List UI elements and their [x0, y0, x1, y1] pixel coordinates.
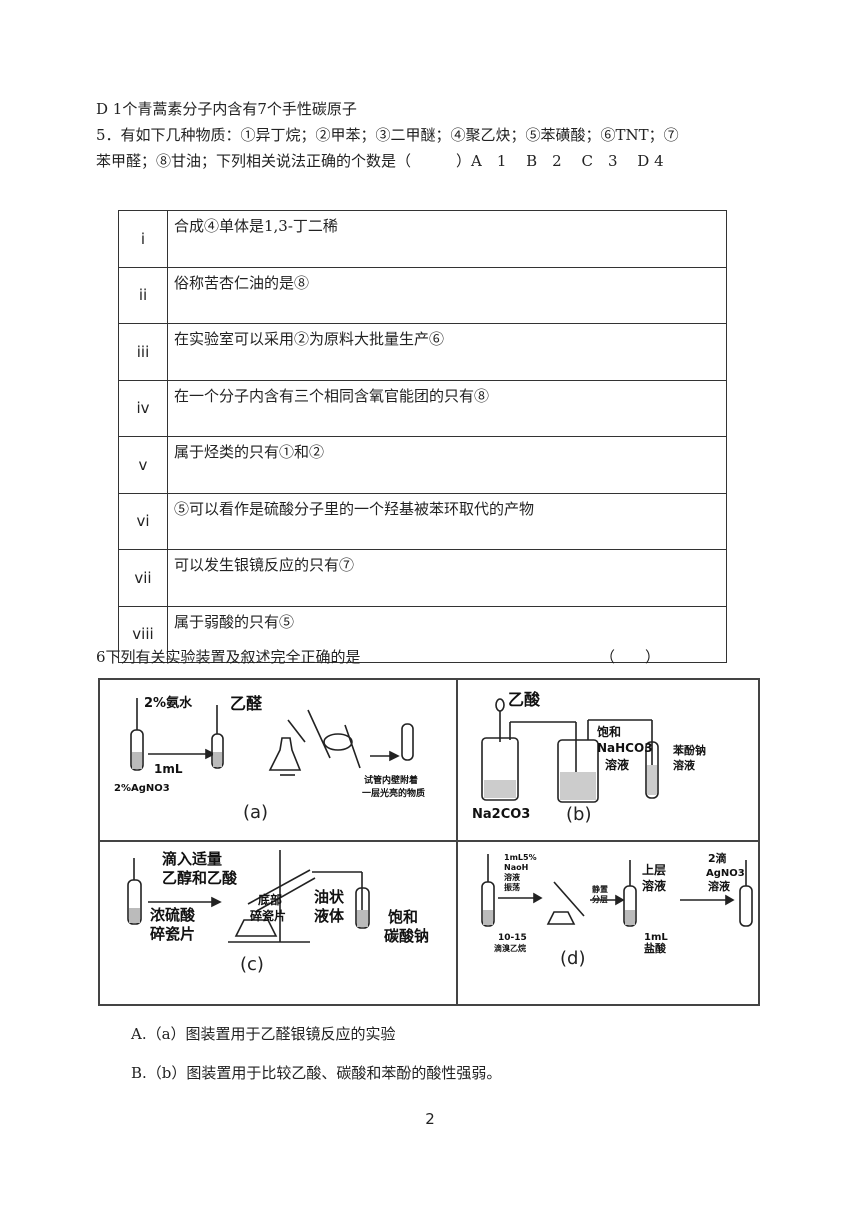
- figure-divider: [456, 680, 458, 1004]
- page-number: 2: [425, 1110, 435, 1128]
- label-solution: 溶液: [642, 878, 666, 893]
- label-liquid: 液体: [314, 907, 345, 925]
- label-sodium-phenoxide: 苯酚钠: [672, 743, 706, 757]
- label-volume: 1mL: [154, 762, 183, 776]
- q6-option-b: B.（b）图装置用于比较乙酸、碳酸和苯酚的酸性强弱。: [131, 1064, 502, 1082]
- statement-text: ⑤可以看作是硫酸分子里的一个羟基被苯环取代的产物: [167, 492, 727, 550]
- label-acetic-acid: 乙酸: [508, 690, 541, 709]
- label-sodium-bicarbonate: NaHCO3: [597, 741, 653, 755]
- panel-caption-c: (c): [240, 954, 264, 975]
- q6-answer-paren: （ ）: [600, 648, 661, 666]
- label-oily: 油状: [314, 888, 345, 906]
- label-standing: 静置: [592, 884, 608, 894]
- label-silver-nitrate: 2%AgNO3: [114, 783, 170, 794]
- label-saturated: 饱和: [597, 724, 621, 739]
- label-ammonia: 2%氨水: [144, 695, 193, 711]
- statement-number: v: [118, 436, 168, 494]
- q4-option-d: D 1个青蒿素分子内含有7个手性碳原子: [96, 100, 357, 118]
- label-observation-2: 一层光亮的物质: [362, 787, 425, 799]
- label-solution: 溶液: [605, 757, 629, 772]
- q6-stem: 6下列有关实验装置及叙述完全正确的是: [96, 648, 361, 666]
- label-porcelain-chips: 碎瓷片: [150, 925, 195, 943]
- q5-stem-line2: 苯甲醛；⑧甘油；下列相关说法正确的个数是（ ）A 1 B 2 C 3 D 4: [96, 152, 664, 170]
- statement-text: 合成④单体是1,3-丁二稀: [167, 210, 727, 268]
- label-conc-sulfuric-acid: 浓硫酸: [150, 906, 196, 924]
- statement-number: vi: [118, 492, 168, 550]
- label-sodium-carbonate: Na2CO3: [472, 807, 530, 822]
- label-solution: 溶液: [673, 758, 696, 772]
- label-shake: 振荡: [504, 882, 520, 892]
- table-row: ii 俗称苦杏仁油的是⑧: [118, 266, 727, 324]
- statement-text: 俗称苦杏仁油的是⑧: [167, 266, 727, 324]
- panel-a-silver-mirror: 2%氨水 乙醛 1mL 2%AgNO3 试管内壁附着 一层光亮的物质 (a): [114, 694, 425, 823]
- table-row: viii 属于弱酸的只有⑤: [118, 605, 727, 663]
- statement-text: 可以发生银镜反应的只有⑦: [167, 549, 727, 607]
- statement-text: 属于烃类的只有①和②: [167, 436, 727, 494]
- q6-option-a: A.（a）图装置用于乙醛银镜反应的实验: [131, 1025, 396, 1043]
- label-hcl-volume: 1mL: [644, 932, 668, 943]
- label-bottom: 底部: [258, 892, 282, 907]
- label-hydrochloric-acid: 盐酸: [644, 941, 667, 955]
- q5-stem-line1: 5．有如下几种物质：①异丁烷；②甲苯；③二甲醚；④聚乙炔；⑤苯磺酸；⑥TNT；⑦: [96, 126, 679, 144]
- experiment-figure: 2%氨水 乙醛 1mL 2%AgNO3 试管内壁附着 一层光亮的物质 (a) 乙…: [98, 678, 760, 1006]
- panel-b-acidity-comparison: 乙酸 饱和 NaHCO3 溶液 苯酚钠 溶液 Na2CO3 (b): [472, 690, 706, 825]
- label-naoh: NaoH: [504, 863, 528, 872]
- label-two-drops: 2滴: [708, 851, 727, 865]
- label-acetaldehyde: 乙醛: [230, 694, 263, 713]
- panel-caption-a: (a): [243, 802, 268, 823]
- label-layering: 分层: [592, 894, 608, 904]
- label-solution: 溶液: [504, 872, 520, 882]
- statement-text: 在一个分子内含有三个相同含氧官能团的只有⑧: [167, 379, 727, 437]
- figure-divider: [100, 840, 758, 842]
- label-solution: 溶液: [708, 879, 731, 893]
- label-drop-count: 10-15: [498, 933, 527, 943]
- statement-text: 在实验室可以采用②为原料大批量生产⑥: [167, 323, 727, 381]
- label-sodium-carbonate: 碳酸钠: [384, 927, 429, 945]
- panel-caption-d: (d): [560, 948, 585, 969]
- label-drip-in: 滴入适量: [162, 850, 222, 868]
- label-silver-nitrate: AgNO3: [706, 868, 745, 879]
- label-naoh-volume: 1mL5%: [504, 853, 537, 862]
- statement-number: iv: [118, 379, 168, 437]
- label-bromoethane: 滴溴乙烷: [494, 943, 526, 953]
- panel-c-esterification: 滴入适量 乙醇和乙酸 浓硫酸 碎瓷片 底部 碎瓷片 油状 液体 饱和 碳酸钠 (…: [127, 850, 429, 975]
- statement-text: 属于弱酸的只有⑤: [167, 605, 727, 663]
- panel-caption-b: (b): [566, 804, 591, 825]
- label-ethanol-acetic-acid: 乙醇和乙酸: [162, 869, 238, 887]
- statement-number: ii: [118, 266, 168, 324]
- label-porcelain-chips: 碎瓷片: [250, 908, 286, 923]
- statement-number: i: [118, 210, 168, 268]
- label-saturated: 饱和: [388, 908, 418, 926]
- panel-d-bromoethane-hydrolysis: 1mL5% NaoH 溶液 振荡 10-15 滴溴乙烷 静置 分层 上层 溶液 …: [481, 851, 753, 969]
- label-upper-layer: 上层: [642, 862, 666, 877]
- statement-number: vii: [118, 549, 168, 607]
- statement-number: viii: [118, 605, 168, 663]
- statement-number: iii: [118, 323, 168, 381]
- label-observation-1: 试管内壁附着: [364, 774, 418, 786]
